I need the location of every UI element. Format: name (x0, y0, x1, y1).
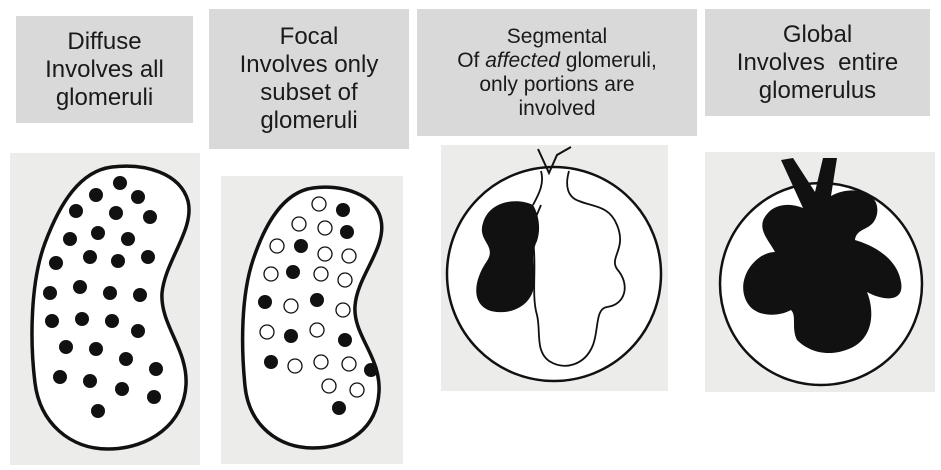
global-glomerulus-panel (705, 152, 935, 392)
focal-glomerulus-open (342, 357, 356, 371)
focal-glomerulus-open (312, 197, 326, 211)
diffuse-glomerulus-filled (69, 204, 83, 218)
focal-glomerulus-open (314, 355, 328, 369)
diffuse-glomerulus-filled (103, 286, 117, 300)
diffuse-glomerulus-filled (119, 352, 133, 366)
diffuse-glomerulus-filled (53, 370, 67, 384)
focal-kidney-panel (221, 176, 403, 464)
segmental-desc-line-2: only portions are (479, 73, 634, 97)
focal-desc-line-1: Involves only (240, 51, 379, 79)
diffuse-glomerulus-filled (131, 324, 145, 338)
diffuse-glomerulus-filled (49, 256, 63, 270)
diffuse-glomerulus-filled (89, 188, 103, 202)
diffuse-kidney-outline (32, 166, 189, 449)
focal-glomerulus-filled (332, 401, 346, 415)
diffuse-glomerulus-filled (83, 374, 97, 388)
focal-glomerulus-filled (264, 355, 278, 369)
global-desc-line-1: Involves entire (737, 49, 898, 77)
diffuse-glomerulus-filled (115, 382, 129, 396)
focal-title: Focal (280, 23, 339, 51)
focal-kidney-svg (221, 176, 403, 464)
diffuse-glomerulus-filled (43, 286, 57, 300)
focal-glomerulus-filled (294, 239, 308, 253)
diffuse-glomerulus-filled (75, 312, 89, 326)
segmental-desc-line-1: Of affected glomeruli, (457, 49, 657, 73)
focal-glomerulus-filled (340, 225, 354, 239)
global-title: Global (783, 21, 852, 49)
diffuse-kidney-svg (10, 153, 200, 465)
focal-glomerulus-open (288, 359, 302, 373)
focal-glomerulus-filled (336, 203, 350, 217)
diffuse-glomerulus-filled (141, 250, 155, 264)
diffuse-title: Diffuse (67, 28, 141, 56)
diffuse-glomerulus-filled (111, 254, 125, 268)
focal-glomerulus-filled (286, 265, 300, 279)
diffuse-glomerulus-filled (109, 206, 123, 220)
focal-glomerulus-open (342, 249, 356, 263)
focal-glomerulus-filled (364, 363, 378, 377)
diffuse-glomerulus-filled (133, 288, 147, 302)
focal-glomerulus-filled (258, 295, 272, 309)
diffuse-glomerulus-filled (113, 176, 127, 190)
diffuse-glomerulus-filled (89, 342, 103, 356)
focal-glomerulus-open (322, 379, 336, 393)
diffuse-desc-line-2: glomeruli (56, 84, 153, 112)
focal-desc-line-3: glomeruli (260, 107, 357, 135)
focal-glomerulus-open (314, 267, 328, 281)
focal-glomerulus-open (284, 299, 298, 313)
diffuse-kidney-panel (10, 153, 200, 465)
segmental-desc-prefix: Of (457, 49, 485, 72)
diffuse-desc-line-1: Involves all (45, 56, 164, 84)
diffuse-label: Diffuse Involves all glomeruli (16, 16, 193, 123)
focal-glomerulus-open (260, 325, 274, 339)
segmental-title: Segmental (507, 25, 607, 49)
focal-glomerulus-open (318, 247, 332, 261)
diffuse-glomerulus-filled (59, 340, 73, 354)
global-label: Global Involves entire glomerulus (705, 9, 930, 116)
segmental-desc-emphasis: affected (485, 49, 560, 72)
segmental-glomerulus-svg (441, 145, 668, 391)
diffuse-glomerulus-filled (91, 226, 105, 240)
focal-glomerulus-open (310, 323, 324, 337)
diffuse-glomerulus-filled (91, 404, 105, 418)
global-desc-line-2: glomerulus (759, 77, 876, 105)
focal-glomerulus-open (336, 303, 350, 317)
focal-glomerulus-open (292, 217, 306, 231)
focal-glomerulus-open (338, 273, 352, 287)
diffuse-glomerulus-filled (73, 280, 87, 294)
diffuse-glomerulus-filled (147, 390, 161, 404)
diffuse-glomerulus-filled (45, 314, 59, 328)
segmental-label: Segmental Of affected glomeruli, only po… (417, 9, 697, 136)
focal-glomerulus-open (318, 221, 332, 235)
focal-glomerulus-filled (310, 293, 324, 307)
focal-glomerulus-open (270, 239, 284, 253)
focal-glomerulus-open (264, 267, 278, 281)
diffuse-glomerulus-filled (63, 232, 77, 246)
segmental-desc-suffix: glomeruli, (560, 49, 657, 72)
diffuse-glomerulus-filled (149, 362, 163, 376)
focal-glomerulus-open (350, 383, 364, 397)
focal-label: Focal Involves only subset of glomeruli (209, 9, 409, 149)
diffuse-glomerulus-filled (121, 232, 135, 246)
segmental-glomerulus-panel (441, 145, 668, 391)
focal-glomerulus-filled (284, 329, 298, 343)
focal-desc-line-2: subset of (260, 79, 357, 107)
focal-glomerulus-filled (338, 333, 352, 347)
diffuse-glomerulus-filled (131, 190, 145, 204)
diffuse-glomerulus-filled (105, 314, 119, 328)
segmental-bowman-capsule (447, 167, 661, 381)
segmental-desc-line-3: involved (518, 97, 595, 121)
diffuse-glomerulus-filled (83, 250, 97, 264)
global-glomerulus-svg (705, 152, 935, 392)
diffuse-glomerulus-filled (143, 210, 157, 224)
focal-kidney-outline (243, 187, 382, 448)
